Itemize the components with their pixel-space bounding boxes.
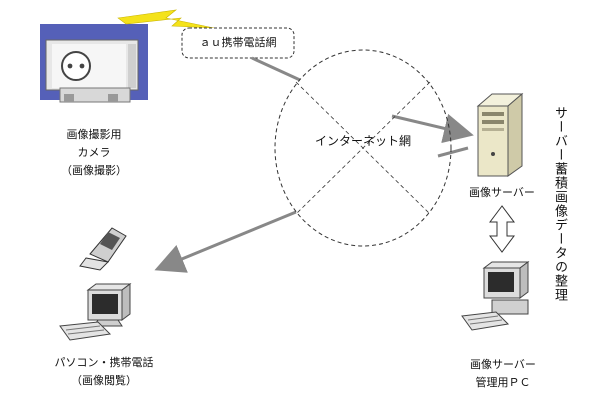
internet-cloud	[274, 49, 452, 247]
viewing-pc-icon	[59, 283, 132, 341]
internet-to-pc-arrow	[154, 210, 297, 273]
admin-pc-label-line2: 管理用ＰＣ	[475, 376, 531, 389]
camera-label-line3: （画像撮影）	[61, 164, 127, 177]
mobile-pc-label-line2: （画像閲覧）	[71, 374, 137, 387]
lightning-icon	[117, 9, 215, 29]
admin-pc-label-line1: 画像サーバー	[470, 358, 536, 371]
mobile-phone-icon	[79, 227, 127, 271]
server-icon	[476, 92, 524, 177]
camera-label-line1: 画像撮影用	[66, 128, 122, 141]
camera-icon	[40, 24, 148, 103]
double-arrow-icon	[489, 205, 515, 253]
internet-label: インターネット網	[314, 134, 411, 148]
camera-label-line2: カメラ	[77, 146, 111, 159]
internet-to-server-arrow	[391, 113, 474, 144]
camera-to-internet-arrow	[251, 56, 301, 82]
side-note-vertical: サーバー蓄積画像データの整理	[552, 106, 567, 302]
mobile-pc-label-line1: パソコン・携帯電話	[54, 356, 154, 369]
admin-pc-icon	[461, 261, 530, 331]
carrier-network-box	[181, 27, 295, 59]
carrier-network-label: ａｕ携帯電話網	[199, 36, 277, 49]
server-label: 画像サーバー	[469, 186, 535, 199]
server-to-internet-arrow	[437, 146, 469, 158]
